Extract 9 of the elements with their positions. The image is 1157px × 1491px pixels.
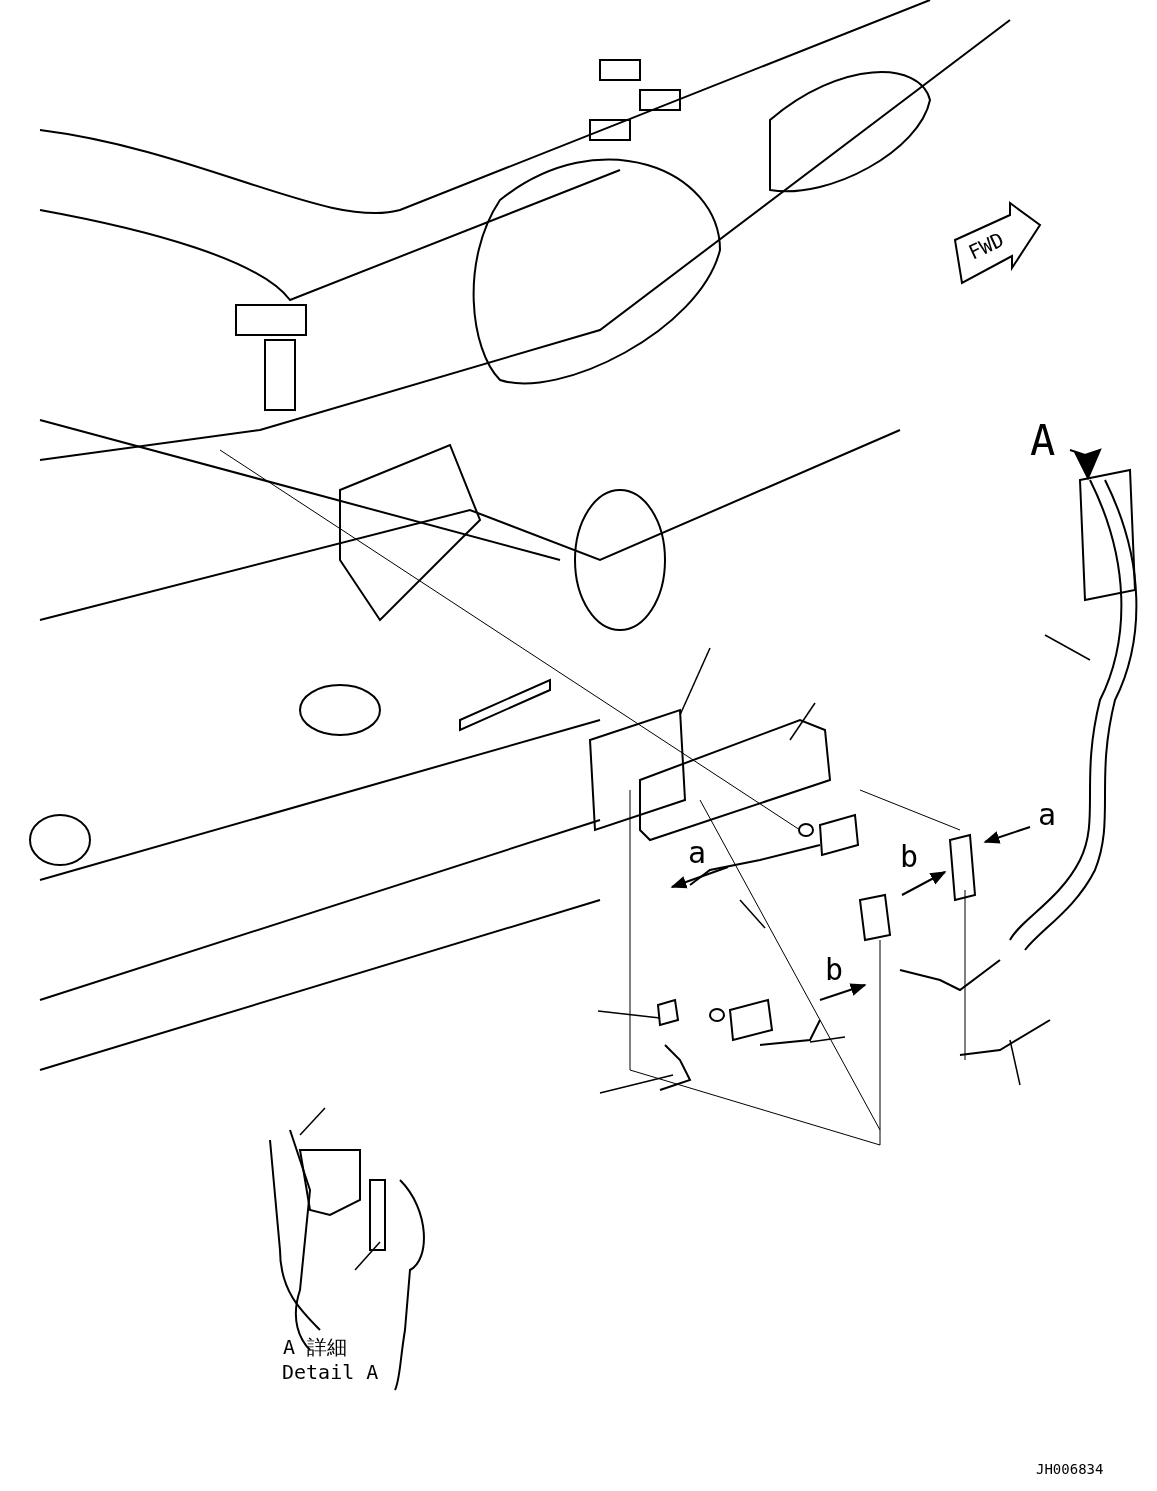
view-label: A (1030, 420, 1056, 462)
connection-label: b (825, 955, 844, 985)
detail-title: A 詳細 (283, 1337, 348, 1357)
drawing-number: JH006834 (1036, 1462, 1104, 1476)
forward-label: FWD (965, 229, 1007, 263)
detail-title: Detail A (282, 1362, 379, 1382)
connection-label: b (900, 842, 919, 872)
connection-label: a (688, 838, 707, 868)
connection-label: a (1038, 800, 1057, 830)
